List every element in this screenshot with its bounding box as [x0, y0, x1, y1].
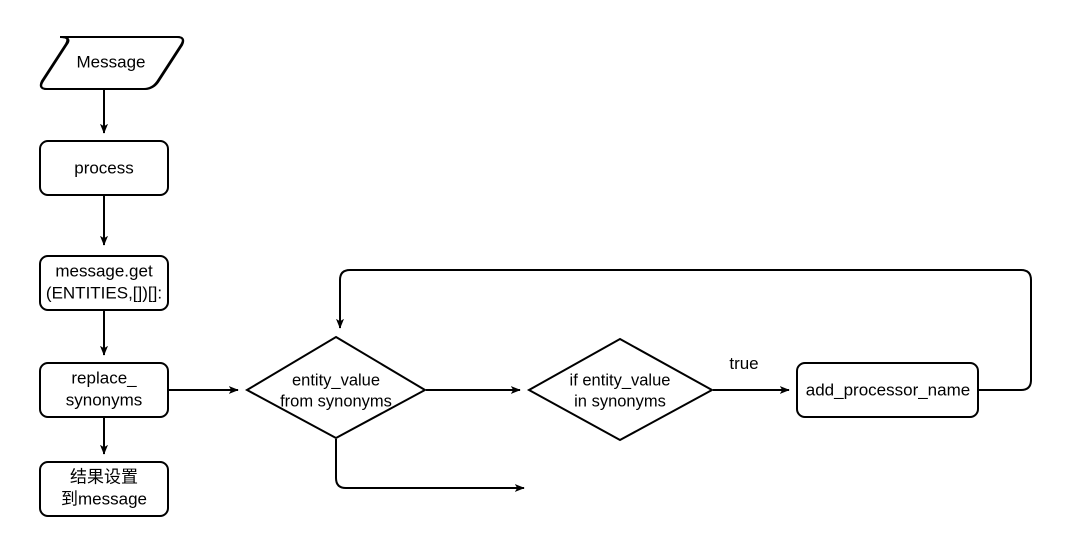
edge-layer: [100, 90, 1032, 492]
node-message-get-label-line1: message.get: [55, 261, 153, 280]
node-message[interactable]: Message: [39, 36, 185, 90]
node-decision-one-label-line1: entity_value: [292, 371, 380, 389]
node-message-get[interactable]: message.get (ENTITIES,[])[]:: [39, 255, 169, 311]
node-add-processor-name-label: add_processor_name: [806, 380, 970, 399]
edge-label-true: true: [729, 354, 758, 373]
node-replace-synonyms-label-line2: synonyms: [66, 390, 143, 409]
node-decision-two-label-line1: if entity_value: [570, 371, 671, 389]
node-message-get-label-line2: (ENTITIES,[])[]:: [46, 283, 162, 302]
node-decision-if-entity-value-in-synonyms[interactable]: if entity_value in synonyms: [526, 337, 715, 442]
node-process[interactable]: process: [39, 140, 169, 196]
node-process-label: process: [74, 158, 134, 177]
node-replace-synonyms[interactable]: replace_ synonyms: [39, 362, 169, 418]
node-set-result-label-line2: 到message: [61, 489, 147, 508]
node-set-result-label-line1: 结果设置: [70, 467, 138, 486]
edge-label-layer: true: [729, 354, 758, 373]
node-message-label: Message: [77, 52, 146, 71]
edge-decision-one-false-exit: [335, 439, 525, 492]
node-add-processor-name[interactable]: add_processor_name: [796, 362, 979, 418]
node-decision-entity-value-from-synonyms[interactable]: entity_value from synonyms: [244, 335, 428, 440]
edge-add-processor-name-loopback-to-decision-one: [336, 269, 1032, 391]
node-set-result-to-message[interactable]: 结果设置 到message: [39, 461, 169, 517]
node-replace-synonyms-label-line1: replace_: [71, 368, 137, 387]
node-decision-one-label-line2: from synonyms: [280, 392, 392, 410]
node-decision-two-label-line2: in synonyms: [574, 392, 666, 410]
